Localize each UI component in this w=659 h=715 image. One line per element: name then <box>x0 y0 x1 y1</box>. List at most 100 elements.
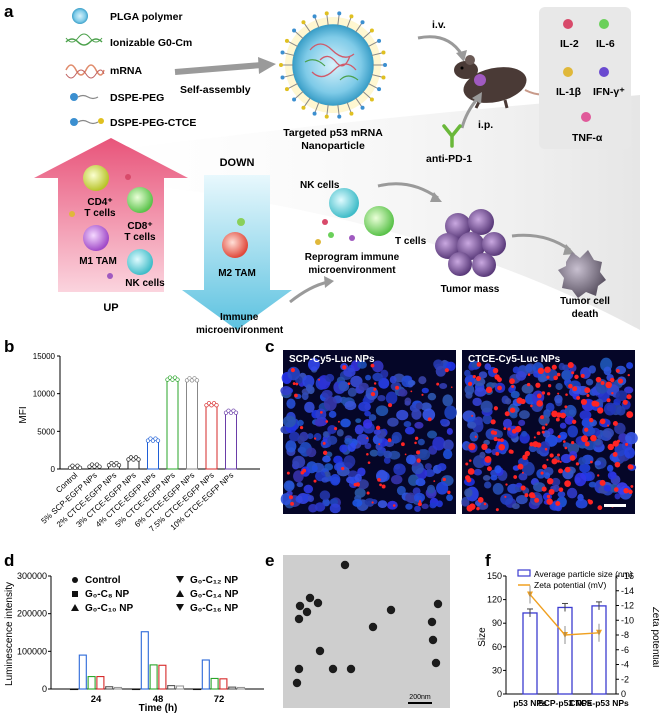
panel-label-d: d <box>4 551 14 570</box>
tumor-death-label-line2: death <box>572 309 599 320</box>
panel-d-bar <box>236 686 246 690</box>
panel-d-legend-label: G₀-C₁₂ NP <box>190 575 238 586</box>
panel-d-bar <box>87 676 96 690</box>
cytokine-il6: IL-6 <box>596 38 615 50</box>
anti-pd1-label: anti-PD-1 <box>426 153 472 165</box>
tem-scale-label: 200nm <box>409 694 431 701</box>
panel-f-legend-zeta: Zeta potential (mV) <box>534 580 606 590</box>
tem-particle <box>302 607 312 617</box>
tem-particles <box>292 560 443 688</box>
panel-f-legend-size: Average particle size (nm) <box>534 569 633 579</box>
down-label: DOWN <box>220 157 255 169</box>
legend-g0cm: Ionizable G0-Cm <box>110 37 192 49</box>
legend-marker <box>176 576 184 583</box>
panel-d-ytick: 100000 <box>17 646 47 656</box>
panel-d-ylabel: Luminescence intensity <box>4 582 15 686</box>
nk-cell-icon <box>127 249 153 275</box>
panel-f-ytick: 0 <box>497 689 502 699</box>
tem-particle <box>313 598 323 608</box>
tem-particle <box>305 593 315 603</box>
panel-f-ytick-right: 0 <box>621 689 626 699</box>
panel-label-f: f <box>485 551 491 570</box>
tem-particle <box>368 622 378 632</box>
dspe-peg-ctce-icon <box>70 118 104 126</box>
self-assembly-label: Self-assembly <box>180 84 251 96</box>
panel-f-ytick: 90 <box>492 618 502 628</box>
iv-label: i.v. <box>432 19 446 31</box>
panel-label-e: e <box>265 551 274 570</box>
panel-d-xlabel: Time (h) <box>139 703 178 714</box>
il1b-icon <box>563 67 573 77</box>
panel-f-ytick-right: -14 <box>621 586 634 596</box>
nanoparticle-illustration <box>285 17 381 113</box>
tem-particle <box>427 617 437 627</box>
cytokine-il1b: IL-1β <box>556 86 582 98</box>
panel-d-legend-label: G₀-C₁₆ NP <box>190 603 239 614</box>
immune-label-line1: Immune <box>220 312 259 323</box>
cd4-label-line1: CD4⁺ <box>87 197 112 208</box>
cytokine-il2: IL-2 <box>560 38 579 50</box>
reprogram-label-line1: Reprogram immune <box>305 252 400 263</box>
nanoparticle-peg-spikes <box>279 11 387 119</box>
m2-tam-icon <box>222 232 248 258</box>
panel-d-bar <box>228 686 237 690</box>
panel-d-bar <box>201 659 210 690</box>
nk-cells-label: NK cells <box>300 180 340 191</box>
panel-d-xtick: 24 <box>91 694 102 705</box>
panel-d-xtick: 72 <box>214 694 225 705</box>
tem-particle <box>294 614 304 624</box>
panel-f-bar <box>591 605 607 695</box>
panel-f-ytick-right: -12 <box>621 601 634 611</box>
tumor-mass-label: Tumor mass <box>441 284 500 295</box>
panel-d-chart: Luminescence intensity Time (h) 0 100000 2… <box>4 571 264 714</box>
microscopy-ctce-cells <box>461 357 638 512</box>
up-label: UP <box>103 302 118 314</box>
tem-particle <box>428 635 438 645</box>
mrna-icon <box>65 64 105 76</box>
cd8-t-cell-icon <box>127 187 153 213</box>
panel-label-a: a <box>4 2 14 21</box>
scale-bar-c <box>604 504 626 507</box>
tnfa-icon <box>581 112 591 122</box>
panel-f-xtick: SCP-p53 NPs <box>538 698 592 708</box>
panel-d-bar <box>131 688 141 691</box>
nk-label: NK cells <box>125 278 165 289</box>
legend-marker <box>176 590 184 597</box>
panel-c: SCP-Cy5-Luc NPs CTCE-Cy5-Luc NPs <box>280 350 638 514</box>
panel-f-bar <box>522 612 538 695</box>
panel-f-ytick-right: -16 <box>621 571 634 581</box>
panel-d-bar <box>210 677 219 690</box>
panel-b-bar <box>186 378 198 470</box>
panel-d-bar <box>219 678 228 690</box>
antibody-icon <box>442 124 462 148</box>
panel-d-ytick: 0 <box>42 684 47 694</box>
panel-e: 200nm <box>283 555 450 708</box>
cytokine-ifng: IFN-γ⁺ <box>593 86 625 98</box>
panel-f-zeta-line <box>529 593 600 636</box>
tem-particle <box>386 605 396 615</box>
tem-particle <box>328 664 338 674</box>
m1-tam-label: M1 TAM <box>79 256 117 267</box>
microscopy-scp-cells <box>280 357 457 514</box>
microscopy-scp-title: SCP-Cy5-Luc NPs <box>289 354 375 365</box>
legend-mrna: mRNA <box>110 65 143 77</box>
panel-b-bar <box>225 411 237 470</box>
ifng-icon <box>599 67 609 77</box>
panel-f-ytick: 120 <box>487 595 502 605</box>
panel-d-bar <box>149 664 158 690</box>
panel-d-bar <box>69 688 79 691</box>
plga-polymer-icon <box>72 8 88 24</box>
panel-f-bar <box>557 606 573 695</box>
immune-label-line2: microenvironment <box>196 325 284 336</box>
microscopy-ctce-title: CTCE-Cy5-Luc NPs <box>468 354 561 365</box>
panel-b-bar <box>205 403 218 470</box>
panel-f-ytick-right: -2 <box>621 674 629 684</box>
panel-d-xtick: 48 <box>153 694 164 705</box>
panel-label-b: b <box>4 337 14 356</box>
panel-d-bar <box>167 685 176 690</box>
reprogram-label-line2: microenvironment <box>308 265 396 276</box>
panel-f-xtick: CTCE-p53 NPs <box>569 698 629 708</box>
panel-f-xtick: p53 NPs <box>513 698 547 708</box>
